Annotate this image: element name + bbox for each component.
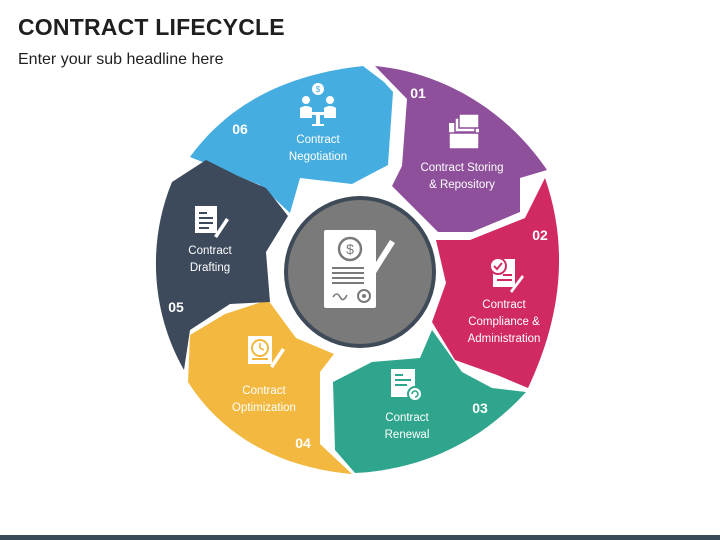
segment-02-compliance[interactable]: Contract Compliance & Administration 02 xyxy=(432,178,560,388)
segment-06-label-line2: Negotiation xyxy=(289,151,347,163)
svg-text:$: $ xyxy=(346,241,354,257)
segment-06-negotiation[interactable]: $ Contract Negotiation 06 xyxy=(190,66,393,213)
segment-05-label-line2: Drafting xyxy=(190,262,230,274)
contract-document-pen-icon: $ xyxy=(324,230,395,308)
segment-05-number: 05 xyxy=(168,299,184,315)
segment-03-number: 03 xyxy=(472,400,488,416)
segment-02-number: 02 xyxy=(532,227,548,243)
center-hub: $ xyxy=(280,192,440,352)
document-renew-icon xyxy=(391,369,423,402)
segment-04-optimization[interactable]: Contract Optimization 04 xyxy=(188,300,352,474)
segment-01-number: 01 xyxy=(410,85,426,101)
page-title: CONTRACT LIFECYCLE xyxy=(18,14,285,40)
segment-01-label-line2: & Repository xyxy=(429,179,495,191)
folder-files-icon xyxy=(448,113,480,150)
segment-01-label-line1: Contract Storing xyxy=(420,162,503,174)
segment-04-label-line2: Optimization xyxy=(232,402,296,414)
segment-03-label-line1: Contract xyxy=(385,412,429,424)
document-pen-icon xyxy=(195,206,229,238)
segment-01-storing[interactable]: Contract Storing & Repository 01 xyxy=(375,66,547,232)
page-subtitle: Enter your sub headline here xyxy=(18,51,224,68)
segment-02-label-line2: Compliance & xyxy=(468,316,540,328)
segment-03-shape xyxy=(333,330,526,473)
segment-05-shape xyxy=(155,160,288,370)
document-clock-icon xyxy=(248,336,285,368)
segment-05-drafting[interactable]: Contract Drafting 05 xyxy=(155,160,288,370)
segment-04-shape xyxy=(188,300,352,474)
segment-03-renewal[interactable]: Contract Renewal 03 xyxy=(333,330,526,473)
segment-04-label-line1: Contract xyxy=(242,385,286,397)
bottom-accent-bar xyxy=(0,535,720,540)
svg-text:$: $ xyxy=(316,85,321,94)
segment-03-label-line2: Renewal xyxy=(385,429,430,441)
segment-02-label-line3: Administration xyxy=(468,333,541,345)
compliance-document-icon xyxy=(489,257,524,293)
segment-04-number: 04 xyxy=(295,435,311,451)
negotiation-people-icon: $ xyxy=(300,83,336,126)
segment-06-shape xyxy=(190,66,393,213)
segment-06-label-line1: Contract xyxy=(296,134,340,146)
segment-06-number: 06 xyxy=(232,121,248,137)
segment-02-label-line1: Contract xyxy=(482,299,526,311)
segment-05-label-line1: Contract xyxy=(188,245,232,257)
